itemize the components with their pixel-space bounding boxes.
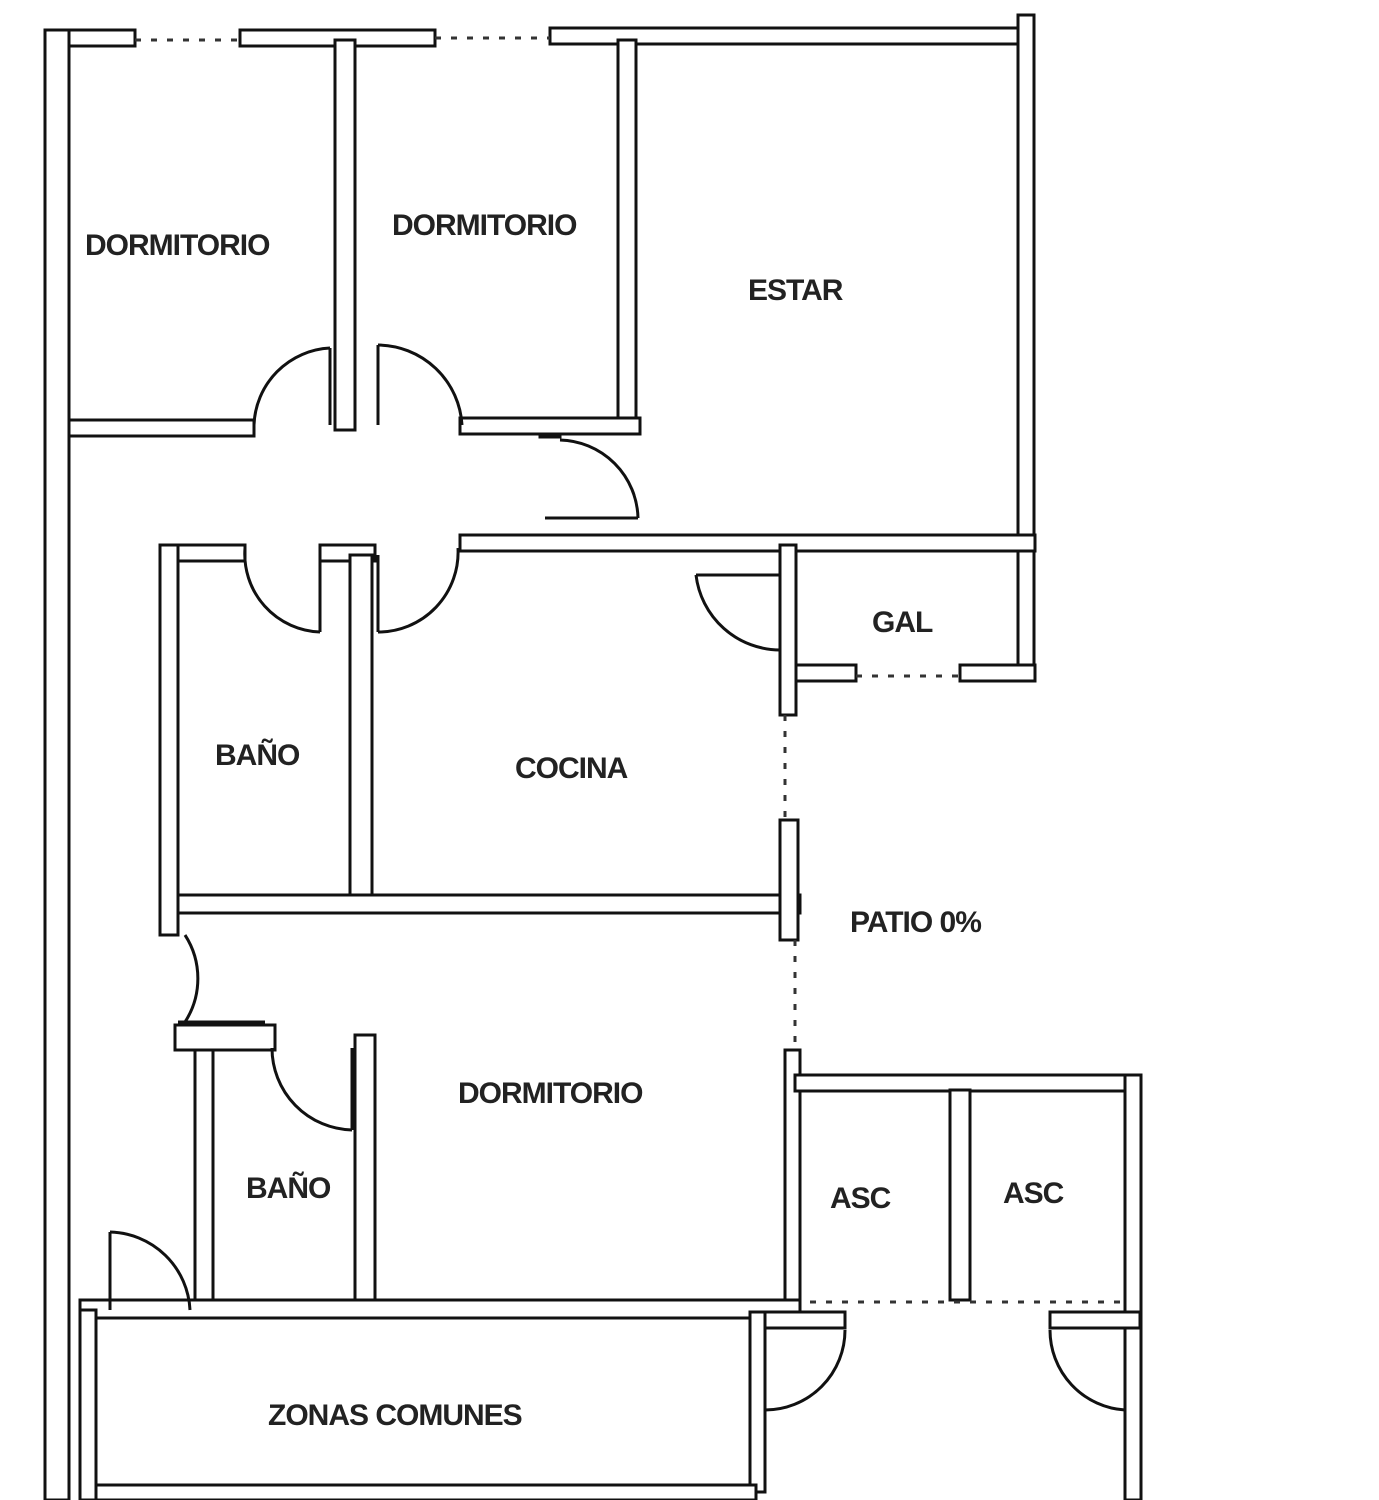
label-dormitorio-1: DORMITORIO xyxy=(85,229,270,262)
label-asc-2: ASC xyxy=(1003,1177,1064,1210)
label-dormitorio-2: DORMITORIO xyxy=(392,209,577,242)
label-bano-1: BAÑO xyxy=(215,738,300,772)
label-asc-1: ASC xyxy=(830,1182,891,1215)
doors xyxy=(108,343,1126,1412)
room-labels: DORMITORIO DORMITORIO ESTAR GAL BAÑO COC… xyxy=(85,209,1065,1432)
label-zonas-comunes: ZONAS COMUNES xyxy=(268,1399,522,1432)
label-cocina: COCINA xyxy=(515,752,628,785)
walls xyxy=(43,13,1143,1500)
label-bano-2: BAÑO xyxy=(246,1171,331,1205)
label-estar: ESTAR xyxy=(748,274,844,307)
label-patio: PATIO 0% xyxy=(850,906,981,939)
label-dormitorio-3: DORMITORIO xyxy=(458,1077,643,1110)
label-gal: GAL xyxy=(872,606,933,639)
